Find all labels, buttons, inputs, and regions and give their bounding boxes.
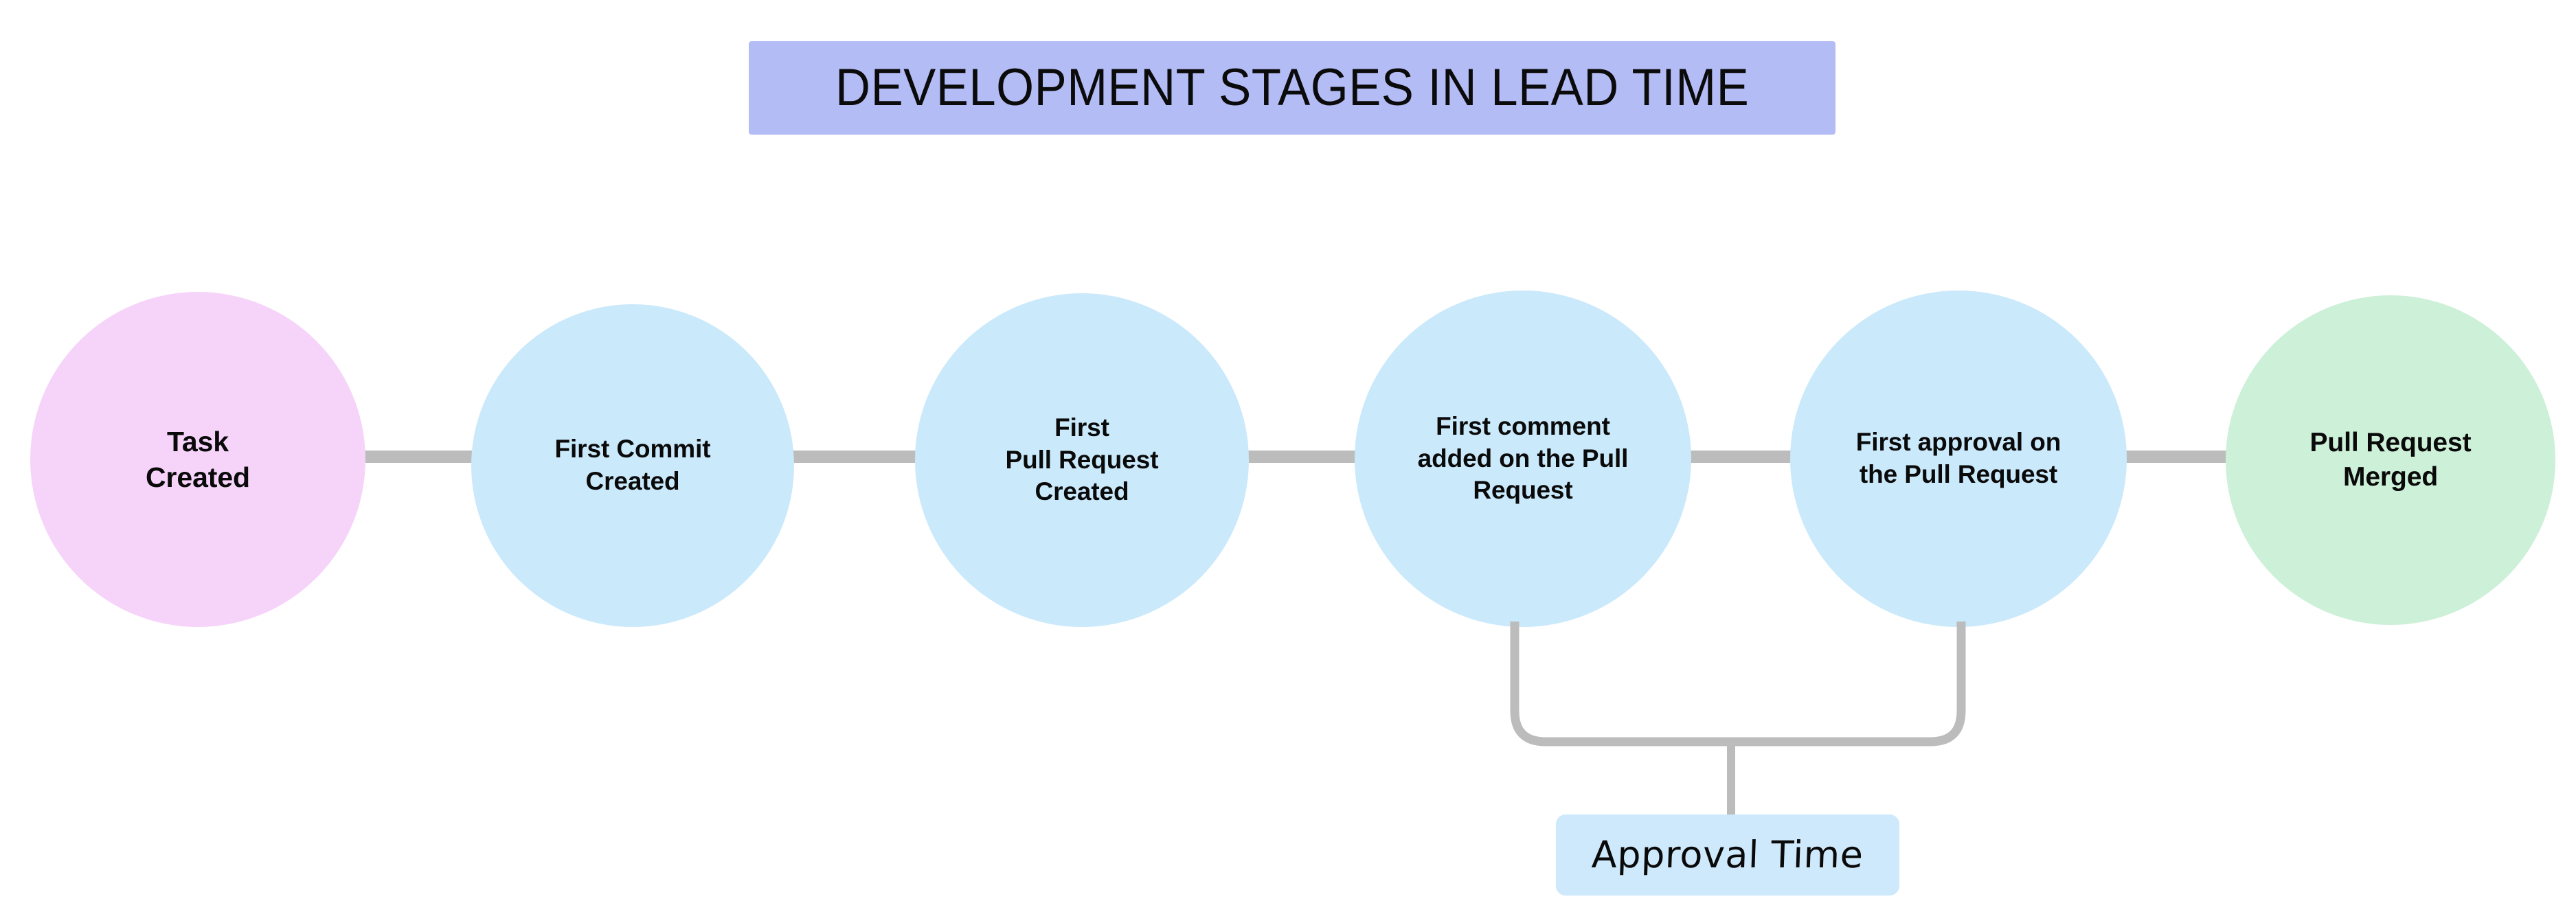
approval-time-stem — [1727, 742, 1735, 817]
stage-node-pull-request-merged[interactable]: Pull Request Merged — [2226, 295, 2555, 625]
approval-time-bracket — [1510, 622, 1966, 747]
stage-node-first-comment-on-pull-request[interactable]: First comment added on the Pull Request — [1355, 290, 1691, 627]
diagram-title-banner: DEVELOPMENT STAGES IN LEAD TIME — [749, 41, 1835, 135]
connector-rail-3 — [1230, 451, 1364, 463]
stage-label: First Pull Request Created — [1005, 413, 1159, 506]
connector-rail-5 — [2106, 451, 2241, 463]
stage-node-first-pull-request-created[interactable]: First Pull Request Created — [915, 293, 1249, 627]
stage-label: Pull Request Merged — [2309, 428, 2472, 492]
page-title: DEVELOPMENT STAGES IN LEAD TIME — [835, 58, 1750, 117]
connector-rail-1 — [348, 451, 493, 463]
stage-label: First Commit Created — [554, 435, 711, 495]
stage-label: Task Created — [146, 425, 250, 493]
annotation-label: Approval Time — [1591, 833, 1864, 876]
stage-label: First approval on the Pull Request — [1855, 428, 2061, 488]
annotation-approval-time[interactable]: Approval Time — [1556, 814, 1899, 896]
stage-node-task-created[interactable]: Task Created — [30, 292, 365, 627]
stage-node-first-commit-created[interactable]: First Commit Created — [471, 304, 794, 627]
connector-rail-2 — [788, 451, 930, 463]
stage-node-first-approval-on-pull-request[interactable]: First approval on the Pull Request — [1790, 290, 2127, 627]
connector-rail-4 — [1668, 451, 1798, 463]
stage-label: First comment added on the Pull Request — [1417, 411, 1629, 505]
